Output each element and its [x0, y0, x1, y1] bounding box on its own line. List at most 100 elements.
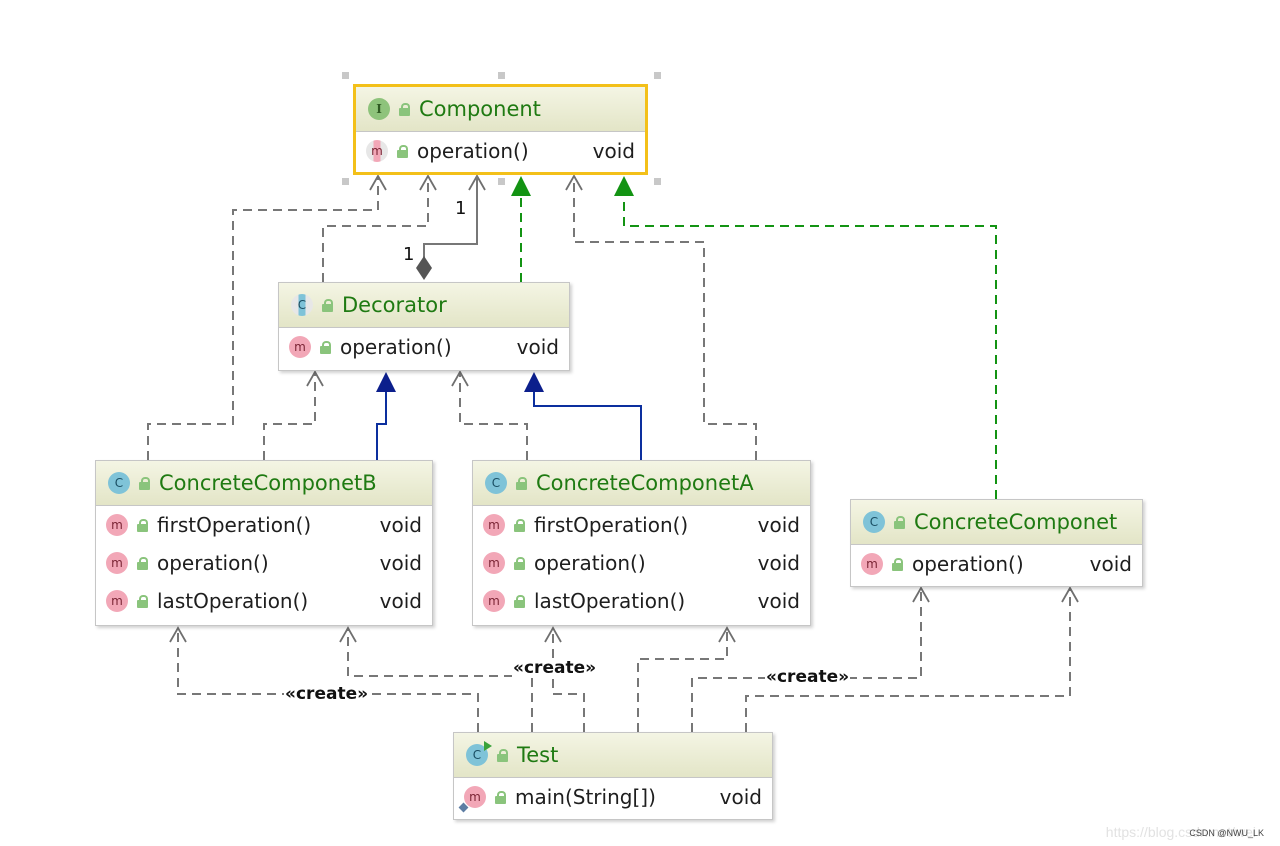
method-return-type: void — [379, 551, 422, 575]
method-row[interactable]: m operation() void — [851, 545, 1142, 583]
inheritance-line-a — [533, 392, 642, 460]
method-row[interactable]: m operation() void — [356, 132, 645, 170]
arrowhead-create-a-left — [544, 626, 562, 643]
method-name: operation() — [912, 552, 1024, 576]
public-lock-icon — [513, 594, 526, 608]
arrowhead-b-decorator — [306, 370, 324, 387]
public-lock-icon — [138, 476, 151, 490]
realization-arrowhead-decorator — [511, 176, 531, 196]
inheritance-line-b — [376, 392, 387, 460]
class-header: C ConcreteComponetA — [473, 461, 810, 506]
class-icon: C — [863, 511, 885, 533]
dependency-line-a-to-decorator — [459, 372, 528, 460]
arrowhead-create-b-right — [339, 626, 357, 643]
create-line-test-to-a-left — [552, 628, 585, 732]
method-icon: m — [861, 553, 883, 575]
class-header: C Decorator — [279, 283, 569, 328]
public-lock-icon — [136, 518, 149, 532]
method-icon: m — [483, 552, 505, 574]
public-lock-icon — [136, 594, 149, 608]
public-lock-icon — [496, 748, 509, 762]
selection-handle-top-right[interactable] — [654, 72, 661, 79]
static-marker-icon — [458, 802, 469, 813]
arrowhead-create-concrete-left — [912, 586, 930, 603]
public-lock-icon — [891, 557, 904, 571]
public-lock-icon — [893, 515, 906, 529]
method-name: lastOperation() — [534, 589, 686, 613]
method-row[interactable]: m lastOperation() void — [96, 582, 432, 620]
selection-handle-bottom-center[interactable] — [498, 178, 505, 185]
abstract-class-icon: C — [291, 294, 313, 316]
create-line-test-to-b-right — [347, 628, 533, 732]
selection-handle-bottom-right[interactable] — [654, 178, 661, 185]
method-icon: m — [289, 336, 311, 358]
class-box-component[interactable]: I Component m operation() void — [353, 84, 648, 175]
method-icon: m — [483, 590, 505, 612]
method-icon: m — [106, 590, 128, 612]
method-return-type: void — [379, 513, 422, 537]
dependency-line-b-to-decorator — [263, 372, 316, 460]
multiplicity-decorator-end: 1 — [403, 244, 415, 265]
method-name: operation() — [340, 335, 452, 359]
aggregation-line — [423, 176, 478, 260]
method-row[interactable]: m firstOperation() void — [473, 506, 810, 544]
public-lock-icon — [319, 340, 332, 354]
method-return-type: void — [516, 335, 559, 359]
dependency-line-a-to-component — [573, 176, 757, 460]
class-name: ConcreteComponetB — [159, 471, 377, 495]
create-label-b: «create» — [284, 684, 370, 704]
arrowhead-create-concrete-right — [1061, 586, 1079, 603]
public-lock-icon — [513, 518, 526, 532]
method-icon: m — [483, 514, 505, 536]
public-lock-icon — [515, 476, 528, 490]
dependency-line-b-to-component — [147, 176, 379, 460]
static-method-icon: m — [458, 786, 486, 813]
class-box-concrete-componet-b[interactable]: C ConcreteComponetB m firstOperation() v… — [95, 460, 433, 626]
public-lock-icon — [398, 102, 411, 116]
arrowhead-create-b-left — [169, 626, 187, 643]
class-header: C ConcreteComponet — [851, 500, 1142, 545]
selection-handle-bottom-left[interactable] — [342, 178, 349, 185]
method-return-type: void — [757, 513, 800, 537]
aggregation-diamond — [416, 256, 432, 280]
method-return-type: void — [757, 589, 800, 613]
method-row[interactable]: m main(String[]) void — [454, 778, 772, 816]
selection-handle-top-center[interactable] — [498, 72, 505, 79]
inheritance-arrowhead-b — [376, 372, 396, 392]
class-name: ConcreteComponet — [914, 510, 1118, 534]
run-icon — [484, 741, 492, 751]
arrowhead-b-component — [369, 174, 387, 191]
method-return-type: void — [1089, 552, 1132, 576]
class-icon: C — [485, 472, 507, 494]
create-line-test-to-a-right — [637, 628, 728, 732]
class-box-test[interactable]: C Test m main(String[]) void — [453, 732, 773, 820]
class-box-concrete-componet-a[interactable]: C ConcreteComponetA m firstOperation() v… — [472, 460, 811, 626]
method-row[interactable]: m operation() void — [279, 328, 569, 366]
class-name: Test — [517, 743, 559, 767]
class-box-concrete-componet[interactable]: C ConcreteComponet m operation() void — [850, 499, 1143, 587]
class-name: Decorator — [342, 293, 447, 317]
method-row[interactable]: m firstOperation() void — [96, 506, 432, 544]
runnable-class-icon: C — [466, 741, 492, 766]
arrowhead-a-component — [565, 174, 583, 191]
realization-arrowhead-concrete — [614, 176, 634, 196]
method-row[interactable]: m operation() void — [96, 544, 432, 582]
create-line-test-to-b-left — [177, 628, 479, 732]
method-name: lastOperation() — [157, 589, 309, 613]
watermark-url: https://blog.csdn.net/wei — [1105, 824, 1256, 840]
method-row[interactable]: m operation() void — [473, 544, 810, 582]
method-return-type: void — [379, 589, 422, 613]
method-name: operation() — [417, 139, 529, 163]
method-return-type: void — [592, 139, 635, 163]
selection-handle-top-left[interactable] — [342, 72, 349, 79]
method-name: operation() — [157, 551, 269, 575]
create-label-a: «create» — [512, 658, 598, 678]
class-name: ConcreteComponetA — [536, 471, 754, 495]
class-box-decorator[interactable]: C Decorator m operation() void — [278, 282, 570, 371]
multiplicity-component-end: 1 — [455, 198, 467, 219]
method-name: operation() — [534, 551, 646, 575]
method-row[interactable]: m lastOperation() void — [473, 582, 810, 620]
method-name: firstOperation() — [534, 513, 689, 537]
abstract-method-icon: m — [366, 140, 388, 162]
method-name: main(String[]) — [515, 785, 656, 809]
